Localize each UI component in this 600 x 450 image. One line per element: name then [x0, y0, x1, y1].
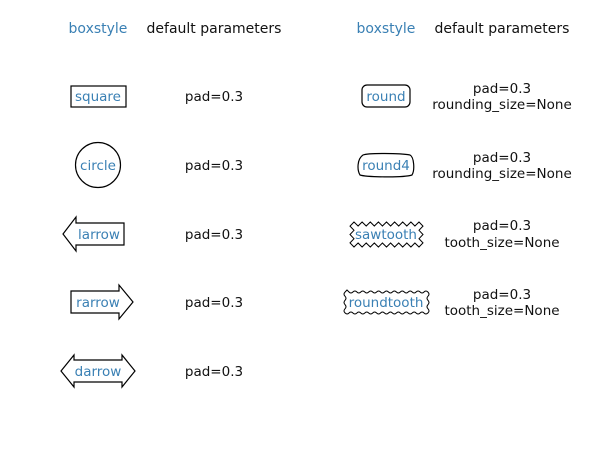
name-roundtooth: roundtooth	[349, 295, 424, 311]
name-circle: circle	[80, 158, 116, 174]
params-round-rounding: rounding_size=None	[432, 97, 572, 113]
params-sawtooth-tooth: tooth_size=None	[444, 235, 559, 251]
params-larrow: pad=0.3	[185, 227, 243, 243]
sawtooth-box-shape	[349, 221, 424, 248]
params-rarrow: pad=0.3	[185, 295, 243, 311]
params-round4-pad: pad=0.3	[473, 150, 531, 166]
name-round: round	[366, 89, 405, 105]
darrow-box-shape	[60, 353, 136, 389]
params-square: pad=0.3	[185, 89, 243, 105]
name-larrow: larrow	[78, 227, 120, 243]
header-params-right: default parameters	[435, 21, 570, 37]
params-round4-rounding: rounding_size=None	[432, 166, 572, 182]
square-box-shape	[70, 85, 127, 108]
name-sawtooth: sawtooth	[355, 227, 417, 243]
round-box-shape	[361, 84, 411, 108]
params-circle: pad=0.3	[185, 158, 243, 174]
name-darrow: darrow	[75, 364, 122, 380]
name-round4: round4	[362, 158, 410, 174]
params-round-pad: pad=0.3	[473, 81, 531, 97]
round4-box-shape	[357, 152, 415, 178]
params-darrow: pad=0.3	[185, 364, 243, 380]
header-params-left: default parameters	[147, 21, 282, 37]
header-boxstyle-left: boxstyle	[69, 21, 128, 37]
circle-box-shape	[74, 141, 122, 189]
params-roundtooth-tooth: tooth_size=None	[444, 303, 559, 319]
params-sawtooth-pad: pad=0.3	[473, 218, 531, 234]
name-square: square	[75, 89, 121, 105]
roundtooth-box-shape	[343, 289, 430, 315]
larrow-box-shape	[62, 215, 125, 253]
name-rarrow: rarrow	[76, 295, 120, 311]
rarrow-box-shape	[70, 283, 134, 321]
params-roundtooth-pad: pad=0.3	[473, 287, 531, 303]
header-boxstyle-right: boxstyle	[357, 21, 416, 37]
